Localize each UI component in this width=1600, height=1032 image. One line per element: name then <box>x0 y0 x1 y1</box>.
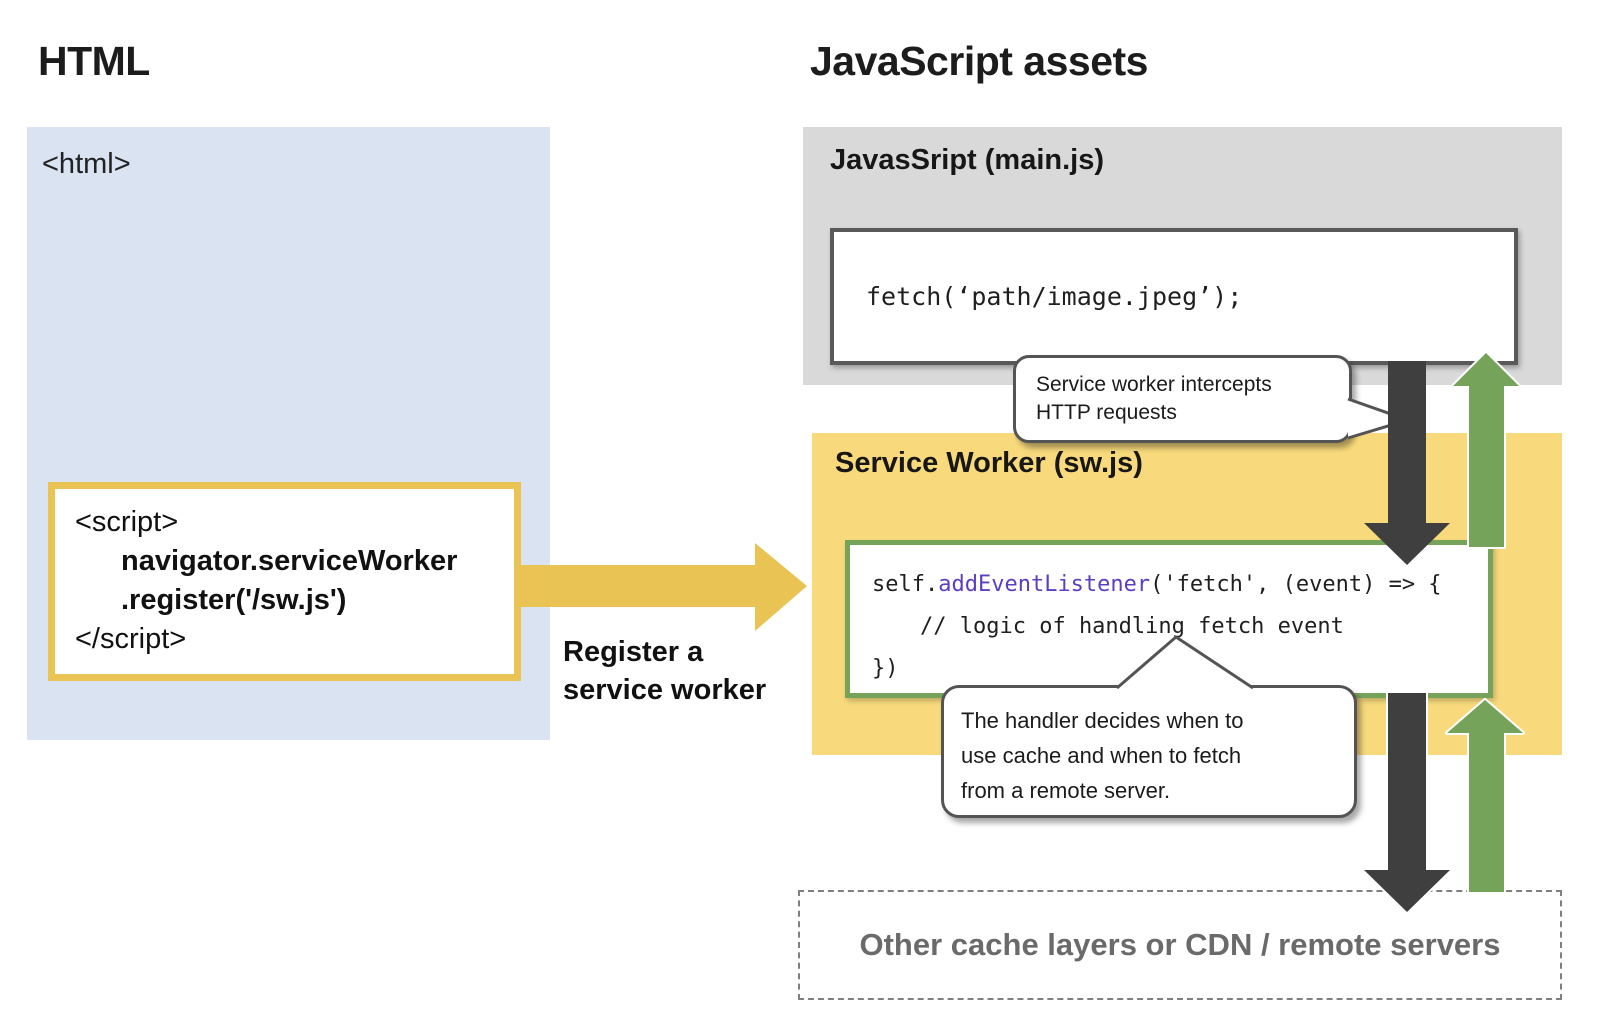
sw-code-line-1: self.addEventListener('fetch', (event) =… <box>872 564 1488 606</box>
intercept-bubble-line1: Service worker intercepts <box>1036 373 1272 396</box>
script-close-tag: </script> <box>75 623 187 655</box>
service-worker-title: Service Worker (sw.js) <box>835 447 1143 479</box>
register-arrow-label: Register a service worker <box>563 633 766 709</box>
remote-servers-box: Other cache layers or CDN / remote serve… <box>798 890 1562 1000</box>
script-open-tag: <script> <box>75 506 179 538</box>
sw-code-line-2: // logic of handling fetch event <box>920 614 1344 639</box>
fetch-code-text: fetch(‘path/image.jpeg’); <box>866 282 1243 311</box>
sw-code-args: ('fetch', (event) => { <box>1150 572 1442 597</box>
fetch-code-box: fetch(‘path/image.jpeg’); <box>830 228 1518 365</box>
sw-code-self: self. <box>872 572 939 597</box>
javascript-assets-heading: JavaScript assets <box>810 38 1148 84</box>
handler-bubble: The handler decides when to use cache an… <box>941 685 1357 818</box>
register-script-box: <script> navigator.serviceWorker .regist… <box>48 482 521 681</box>
register-label-line1: Register a <box>563 636 704 668</box>
intercept-bubble: Service worker intercepts HTTP requests <box>1013 355 1352 443</box>
sw-code-line-3: }) <box>872 656 899 681</box>
script-code-line-1: navigator.serviceWorker <box>121 545 458 577</box>
handler-bubble-line1: The handler decides when to <box>961 708 1244 733</box>
handler-bubble-line3: from a remote server. <box>961 778 1171 803</box>
handler-bubble-line2: use cache and when to fetch <box>961 743 1242 768</box>
remote-servers-label: Other cache layers or CDN / remote serve… <box>859 927 1501 962</box>
sw-code-addeventlistener: addEventListener <box>938 572 1151 597</box>
intercept-bubble-line2: HTTP requests <box>1036 401 1177 424</box>
html-tag-label: <html> <box>42 148 131 180</box>
html-heading: HTML <box>38 38 150 84</box>
sw-code-box: self.addEventListener('fetch', (event) =… <box>845 540 1493 698</box>
mainjs-title: JavasSript (main.js) <box>830 144 1104 176</box>
script-code-line-2: .register('/sw.js') <box>121 584 347 616</box>
register-label-line2: service worker <box>563 674 767 706</box>
register-arrow <box>521 543 807 631</box>
